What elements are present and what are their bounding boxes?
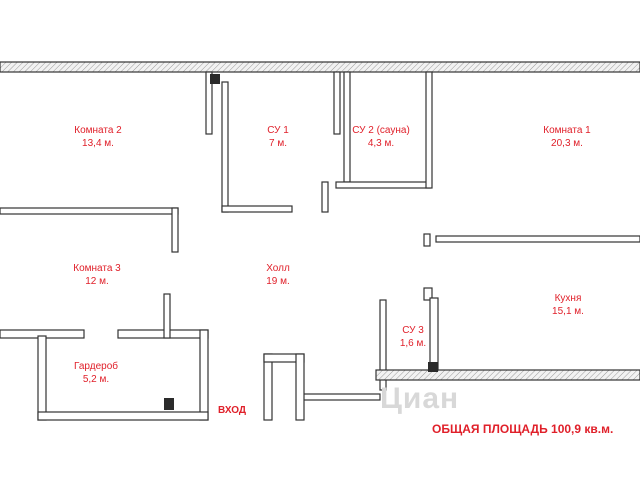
wall-wardrobe-stub <box>163 293 171 339</box>
wall-wardrobe-top-right <box>117 329 209 339</box>
wall-room1-kitchen <box>435 235 640 243</box>
wall-room2-right <box>205 71 213 135</box>
column <box>210 74 220 84</box>
room-label-su-2: СУ 2 (сауна)4,3 м. <box>352 125 410 149</box>
total-area-label: ОБЩАЯ ПЛОЩАДЬ 100,9 кв.м. <box>432 422 614 436</box>
outer-wall-bottom-right <box>375 369 640 381</box>
wall-su1-left <box>221 81 229 213</box>
wall-wardrobe-bottom <box>37 411 209 421</box>
wall-su2-right <box>425 71 433 189</box>
column <box>164 398 174 410</box>
wall-su2-left <box>343 71 351 183</box>
wall-room2-room3 <box>0 207 179 215</box>
wall-su3-right <box>429 297 439 371</box>
wall-su1-right <box>333 71 341 135</box>
wall-su2-bottom <box>335 181 431 189</box>
wall-su3-top <box>423 287 433 301</box>
entrance-frame-left <box>263 353 273 421</box>
wall-su1-bottom <box>221 205 293 213</box>
wall-su3-left <box>379 299 387 391</box>
watermark: Циан <box>380 382 460 415</box>
wall-wardrobe-right <box>199 329 209 421</box>
wall-room2-stub <box>171 207 179 253</box>
wall-room1-stub <box>423 233 431 247</box>
wall-wardrobe-left <box>37 335 47 421</box>
entrance-frame-right <box>295 353 305 421</box>
wall-bottom-corridor <box>299 393 381 401</box>
wall-su2-step <box>321 181 329 213</box>
column <box>428 362 438 372</box>
entrance-label: ВХОД <box>218 405 247 416</box>
outer-wall-top <box>0 61 640 73</box>
